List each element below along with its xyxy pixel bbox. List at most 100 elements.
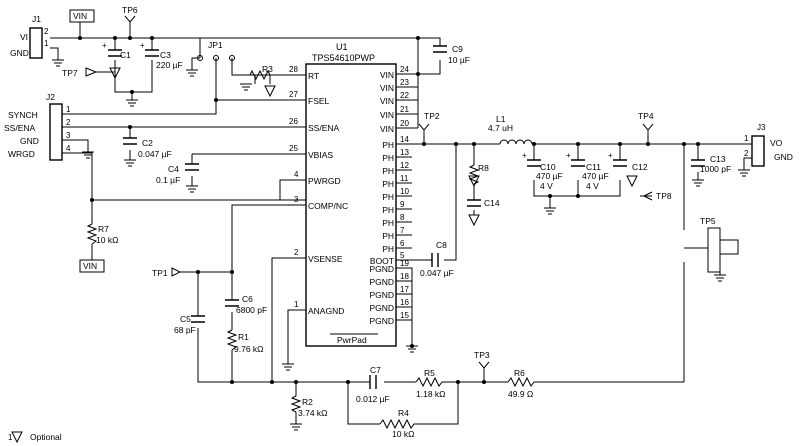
c7: C7 0.012 µF	[356, 365, 390, 404]
u1-pin-name: PGND	[369, 277, 394, 287]
c2-ref: C2	[142, 138, 153, 148]
c3-value: 220 µF	[156, 60, 183, 70]
c1: + C1	[102, 41, 131, 80]
u1-pin-name: PH	[382, 205, 394, 215]
r4-value: 10 kΩ	[392, 429, 414, 439]
c10-ref: C10	[540, 162, 556, 172]
c10-value: 470 µF	[536, 171, 563, 181]
pin-num: 2	[744, 149, 749, 158]
r4: R4 10 kΩ	[379, 408, 416, 439]
tp6-label: TP6	[122, 5, 138, 15]
u1-pin-name: VIN	[380, 96, 394, 106]
u1-pin-number: 13	[400, 148, 409, 157]
u1-pin-number: 17	[400, 285, 409, 294]
u1-pin-number: 22	[400, 91, 409, 100]
pin-num: 2	[294, 248, 299, 257]
c6-ref: C6	[242, 294, 253, 304]
u1-pin-number: 11	[400, 174, 409, 183]
r4-ref: R4	[398, 408, 409, 418]
u1-pin-number: 21	[400, 105, 409, 114]
c13-ref: C13	[710, 154, 726, 164]
jp1-label: JP1	[208, 40, 223, 50]
j2-connector: J2 SYNCH SS/ENA GND WRGD 1 2 3 4	[4, 92, 71, 161]
pin-num: 26	[289, 117, 298, 126]
pin-num: 1	[66, 105, 71, 114]
pin-vsense: VSENSE	[308, 254, 343, 264]
j3-vout-label: VO	[770, 138, 783, 148]
pin-ss-ena: SS/ENA	[308, 123, 340, 133]
u1-left-pins: RT 28 FSEL 27 SS/ENA 26 VBIAS 25 PWRGD 4…	[289, 65, 348, 316]
r8: R8	[468, 163, 489, 188]
c2-value: 0.047 µF	[138, 149, 172, 159]
tp3: TP3	[474, 350, 490, 369]
r5: R5 1.18 kΩ	[415, 368, 446, 399]
c4-ref: C4	[168, 164, 179, 174]
r3: R3	[249, 64, 276, 98]
c2: C2 0.047 µF	[123, 137, 172, 159]
pin-anagnd: ANAGND	[308, 306, 344, 316]
j2-synch: SYNCH	[8, 110, 38, 120]
c13: C13 1000 pF	[691, 154, 731, 174]
vin-label: VIN	[73, 11, 87, 21]
tp1-label: TP1	[152, 268, 168, 278]
u1-pin-name: VIN	[380, 110, 394, 120]
u1-pin-name: PH	[382, 192, 394, 202]
j1-ref: J1	[32, 14, 41, 24]
u1-pin-number: 12	[400, 161, 409, 170]
tp8: TP8	[640, 191, 672, 201]
r8-label: R8	[478, 163, 489, 173]
c1-label: C1	[120, 50, 131, 60]
c11-voltage: 4 V	[586, 181, 599, 191]
j2-wrgd: WRGD	[8, 149, 35, 159]
optional-icon	[11, 431, 23, 444]
tp4: TP4	[638, 111, 654, 131]
jp1-jumper: JP1	[197, 40, 235, 61]
pin-num: 27	[289, 90, 298, 99]
c14: C14	[467, 198, 500, 227]
pin-num: 1	[44, 39, 49, 48]
c5-ref: C5	[180, 314, 191, 324]
vin-box-top: VIN	[69, 9, 95, 23]
u1-pin-name: PH	[382, 231, 394, 241]
c14-ref: C14	[484, 198, 500, 208]
optional-label: Optional	[30, 432, 62, 442]
pin-num: 25	[289, 144, 298, 153]
c11-ref: C11	[586, 162, 601, 172]
svg-text:+: +	[102, 41, 107, 50]
r5-ref: R5	[424, 368, 435, 378]
u1-pin-number: 15	[400, 311, 409, 320]
r2: R2 3.74 kΩ	[290, 395, 328, 418]
r7: R7 10 kΩ	[86, 223, 118, 245]
c8: C8 0.047 µF	[420, 240, 454, 278]
r7-value: 10 kΩ	[96, 235, 118, 245]
tp3-label: TP3	[474, 350, 490, 360]
c11: + C11 470 µF 4 V	[566, 151, 609, 191]
u1-pin-number: 24	[400, 65, 409, 74]
tp5: TP5	[700, 216, 739, 273]
u1-pin-name: BOOT	[370, 256, 394, 266]
c6: C6 6800 pF	[225, 294, 267, 315]
l1-ref: L1	[496, 114, 506, 124]
pin-num: 2	[44, 27, 49, 36]
tp2: TP2	[418, 111, 440, 131]
tp7-label: TP7	[62, 68, 78, 78]
r6-ref: R6	[514, 368, 525, 378]
c7-ref: C7	[370, 365, 381, 375]
u1-right-pins: VIN24VIN23VIN22VIN21VIN20PH14PH13PH12PH1…	[369, 65, 412, 326]
c9: C9 10 µF	[433, 44, 470, 65]
c8-ref: C8	[436, 240, 447, 250]
r5-value: 1.18 kΩ	[416, 389, 446, 399]
r1: R1 9.76 kΩ	[226, 329, 264, 354]
c7-value: 0.012 µF	[356, 394, 390, 404]
u1-pin-name: PGND	[369, 264, 394, 274]
tp4-label: TP4	[638, 111, 654, 121]
u1-pin-number: 10	[400, 187, 409, 196]
u1-pin-name: PH	[382, 153, 394, 163]
u1-pin-number: 6	[400, 239, 405, 248]
r3-label: R3	[262, 64, 273, 74]
c12-ref: C12	[632, 162, 648, 172]
c6-value: 6800 pF	[236, 305, 267, 315]
tp7: TP7	[62, 67, 98, 78]
pin-num: 2	[66, 118, 71, 127]
